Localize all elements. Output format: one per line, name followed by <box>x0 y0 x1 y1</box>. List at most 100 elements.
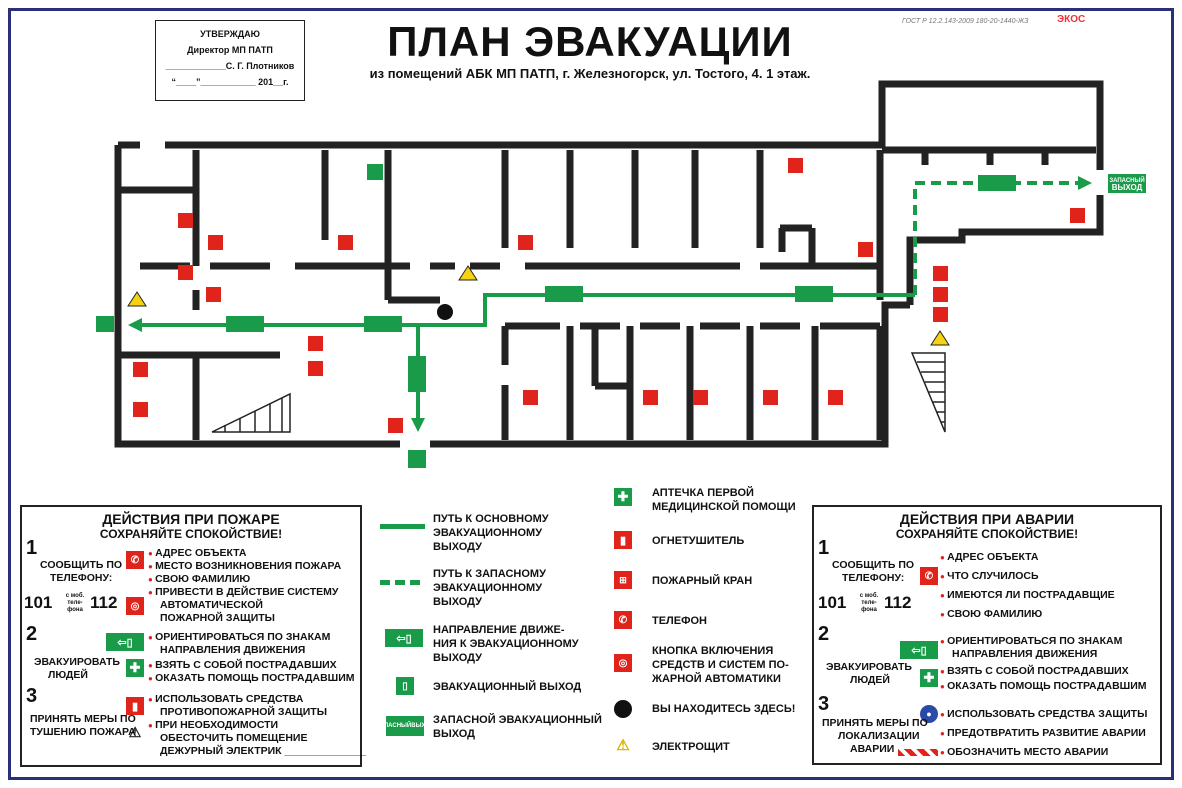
fire-actions-title: ДЕЙСТВИЯ ПРИ ПОЖАРЕ <box>102 511 280 527</box>
accident-step1-item: ИМЕЮТСЯ ЛИ ПОСТРАДАВЩИЕ <box>940 589 1115 602</box>
reserve-path-arrow <box>1078 176 1092 190</box>
fire-step1-extra: ПОЖАРНОЙ ЗАЩИТЫ <box>160 612 275 624</box>
accident-step2-item: ОКАЗАТЬ ПОМОЩЬ ПОСТРАДАВШИМ <box>940 680 1146 693</box>
fire-step1-label-2: ТЕЛЕФОНУ: <box>50 572 113 584</box>
accident-actions-box: ДЕЙСТВИЯ ПРИ АВАРИИ СОХРАНЯЙТЕ СПОКОЙСТВ… <box>812 505 1162 765</box>
fire-step1-item: МЕСТО ВОЗНИКНОВЕНИЯ ПОЖАРА <box>148 560 341 573</box>
fire-hydrant-icon: ⊞ <box>614 571 632 589</box>
fire-step2-item: ОРИЕНТИРОВАТЬСЯ ПО ЗНАКАМ <box>148 631 330 644</box>
fire-step3-item: ПРИ НЕОБХОДИМОСТИ <box>148 719 278 732</box>
fire-actions-box: ДЕЙСТВИЯ ПРИ ПОЖАРЕ СОХРАНЯЙТЕ СПОКОЙСТВ… <box>20 505 366 767</box>
fire-step1-extra: АВТОМАТИЧЕСКОЙ <box>160 599 263 611</box>
phone-icon: ✆ <box>614 611 632 629</box>
accident-step3-item: ПРЕДОТВРАТИТЬ РАЗВИТИЕ АВАРИИ <box>940 727 1146 740</box>
phone-icon: ✆ <box>920 567 938 585</box>
accident-phone-101: 101 <box>818 593 847 612</box>
direction-sign-icon: ⇦▯ <box>385 629 423 647</box>
fire-step2-label-1: ЭВАКУИРОВАТЬ <box>34 656 120 668</box>
accident-step2-number: 2 <box>818 623 830 645</box>
approval-block: УТВЕРЖДАЮ Директор МП ПАТП ____________С… <box>155 20 305 101</box>
approval-date: “____”___________ 201__г. <box>171 77 289 87</box>
accident-step1-item: ЧТО СЛУЧИЛОСЬ <box>940 570 1038 583</box>
fire-phone-note: с моб.теле-фона <box>65 593 85 613</box>
extinguisher-icon: ▮ <box>614 531 632 549</box>
gost-label: ГОСТ Р 12.2.143-2009 180-20-1440-ЖЗ <box>902 18 1029 25</box>
fire-step2-item: ОКАЗАТЬ ПОМОЩЬ ПОСТРАДАВШИМ <box>148 672 354 685</box>
walls <box>114 80 1104 448</box>
first-aid-icon: ✚ <box>614 488 632 506</box>
fire-step3-number: 3 <box>26 685 38 707</box>
accident-step1-number: 1 <box>818 537 830 559</box>
legend-you-are-here: ВЫ НАХОДИТЕСЬ ЗДЕСЬ! <box>652 703 796 715</box>
reserve-evacuation-path <box>913 181 1080 295</box>
you-are-here-icon <box>614 700 632 718</box>
fire-phone-101: 101 <box>24 593 53 612</box>
accident-step2-extra: НАПРАВЛЕНИЯ ДВИЖЕНИЯ <box>952 648 1098 660</box>
fire-step3-label-1: ПРИНЯТЬ МЕРЫ ПО <box>30 713 136 725</box>
approval-heading: УТВЕРЖДАЮ <box>200 29 260 39</box>
electrical-panel-signs <box>127 265 950 346</box>
legend-exit: ЭВАКУАЦИОННЫЙ ВЫХОД <box>433 681 582 693</box>
reserve-exit-sign-line2: ВЫХОД <box>1112 183 1143 192</box>
accident-step2-label-1: ЭВАКУИРОВАТЬ <box>826 661 912 673</box>
fire-actions-subtitle: СОХРАНЯЙТЕ СПОКОЙСТВИЕ! <box>99 527 283 541</box>
electrical-panel-icon: ⚠ <box>616 737 630 754</box>
fire-step2-extra: НАПРАВЛЕНИЯ ДВИЖЕНИЯ <box>160 644 306 656</box>
fire-safety-signs <box>133 158 1085 433</box>
hazard-stripe-icon <box>898 749 938 756</box>
exit-icon: ▯ <box>396 677 414 695</box>
accident-phone-112: 112 <box>884 593 912 612</box>
accident-phone-note: с моб.теле-фона <box>859 593 879 613</box>
accident-step2-label-2: ЛЮДЕЙ <box>850 674 890 686</box>
accident-step3-label-1: ПРИНЯТЬ МЕРЫ ПО <box>822 717 928 729</box>
extinguisher-icon: ▮ <box>126 697 144 715</box>
accident-step1-label-1: СООБЩИТЬ ПО <box>832 559 915 571</box>
accident-step2-item: ВЗЯТЬ С СОБОЙ ПОСТРАДАВШИХ <box>940 665 1129 678</box>
brand-logo: ЭКОС <box>1057 14 1086 25</box>
reserve-exit-sign <box>1108 174 1146 193</box>
first-aid-icon: ✚ <box>920 669 938 687</box>
accident-step3-number: 3 <box>818 693 830 715</box>
direction-sign-icon: ⇦▯ <box>106 633 144 651</box>
direction-sign-icon: ⇦▯ <box>900 641 938 659</box>
accident-step3-item: ОБОЗНАЧИТЬ МЕСТО АВАРИИ <box>940 746 1108 759</box>
fire-alarm-button-icon: ◎ <box>614 654 632 672</box>
accident-actions-title: ДЕЙСТВИЯ ПРИ АВАРИИ <box>899 511 1075 527</box>
fire-step2-number: 2 <box>26 623 38 645</box>
accident-step3-label-2: ЛОКАЛИЗАЦИИ <box>838 730 920 742</box>
protection-icon: ● <box>920 705 938 723</box>
accident-step2-item: ОРИЕНТИРОВАТЬСЯ ПО ЗНАКАМ <box>940 635 1122 648</box>
fire-step1-item: СВОЮ ФАМИЛИЮ <box>148 573 250 586</box>
fire-step1-item: ПРИВЕСТИ В ДЕЙСТВИЕ СИСТЕМУ <box>148 586 338 599</box>
stairs-right <box>910 352 946 433</box>
main-path-arrow-left <box>128 318 142 332</box>
legend-main-path-line <box>380 524 425 529</box>
fire-step1-number: 1 <box>26 537 38 559</box>
fire-step2-item: ВЗЯТЬ С СОБОЙ ПОСТРАДАВШИХ <box>148 659 337 672</box>
fire-step1-label-1: СООБЩИТЬ ПО <box>40 559 123 571</box>
fire-step1-item: АДРЕС ОБЪЕКТА <box>148 547 246 560</box>
page-title: ПЛАН ЭВАКУАЦИИ <box>387 18 793 65</box>
accident-step1-label-2: ТЕЛЕФОНУ: <box>842 572 905 584</box>
approval-signature: ____________С. Г. Плотников <box>165 61 295 71</box>
accident-actions-subtitle: СОХРАНЯЙТЕ СПОКОЙСТВИЕ! <box>895 527 1079 541</box>
direction-signs <box>96 164 1016 468</box>
legend-phone: ТЕЛЕФОН <box>652 615 707 627</box>
accident-step3-item: ИСПОЛЬЗОВАТЬ СРЕДСТВА ЗАЩИТЫ <box>940 708 1147 721</box>
fire-step2-label-2: ЛЮДЕЙ <box>48 669 88 681</box>
page-subtitle: из помещений АБК МП ПАТП, г. Железногорс… <box>369 66 811 81</box>
first-aid-icon: ✚ <box>126 659 144 677</box>
you-are-here-marker <box>437 304 453 320</box>
fire-step3-extra: ДЕЖУРНЫЙ ЭЛЕКТРИК ______________ <box>160 745 367 757</box>
floor-plan: ЗАПАСНЫЙ ВЫХОД <box>96 80 1146 468</box>
phone-icon: ✆ <box>126 551 144 569</box>
fire-step3-extra: ПРОТИВОПОЖАРНОЙ ЗАЩИТЫ <box>160 706 327 718</box>
legend-reserve-path-line <box>380 580 425 585</box>
legend-panel: ЭЛЕКТРОЩИТ <box>652 741 730 753</box>
